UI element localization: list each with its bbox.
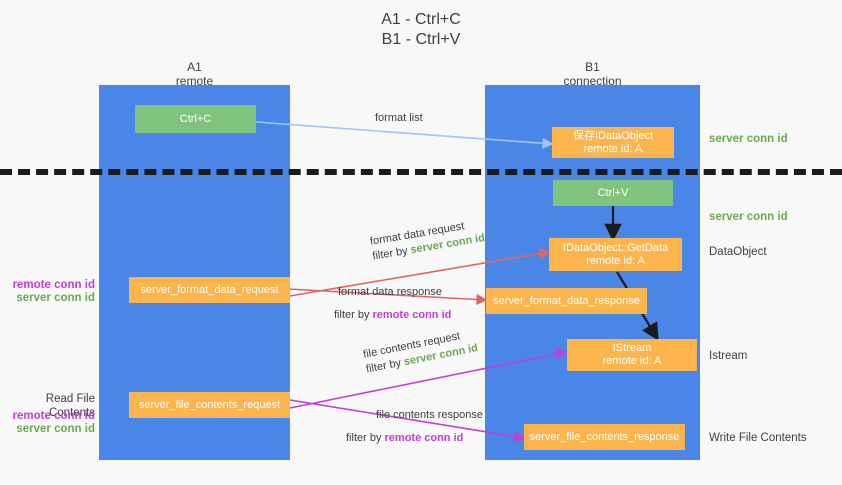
edge-label-file-contents-request: file contents request filter by server c… bbox=[362, 326, 479, 377]
edge-label-file-contents-response-line1: file contents response bbox=[376, 409, 484, 421]
node-save-idataobject[interactable]: 保存IDataObject remote id: A bbox=[552, 127, 674, 158]
title-line-2: B1 - Ctrl+V bbox=[381, 31, 461, 48]
node-server-file-contents-response-label: server_file_contents_response bbox=[529, 430, 680, 443]
label-write-file-contents: Write File Contents bbox=[709, 432, 807, 444]
edge-label-file-contents-response-prefix: filter by bbox=[346, 432, 385, 444]
edge-label-format-data-response-highlight: remote conn id bbox=[372, 309, 452, 321]
edge-label-format-data-request: format data request filter by server con… bbox=[369, 216, 486, 264]
node-server-format-data-request[interactable]: server_format_data_request bbox=[129, 277, 290, 303]
label-server-conn-id-low: server conn id bbox=[16, 423, 95, 435]
column-header-b1: B1 connection bbox=[485, 60, 700, 88]
title-line-1: A1 - Ctrl+C bbox=[381, 11, 461, 28]
label-istream: Istream bbox=[709, 350, 748, 362]
label-read-file-contents: Read File Contents bbox=[45, 393, 95, 419]
node-ctrl-v-label: Ctrl+V bbox=[597, 186, 629, 199]
column-b1-name: B1 bbox=[585, 60, 600, 74]
node-server-file-contents-request[interactable]: server_file_contents_request bbox=[129, 392, 290, 418]
node-server-format-data-response[interactable]: server_format_data_response bbox=[486, 288, 647, 314]
node-ctrl-v[interactable]: Ctrl+V bbox=[553, 180, 673, 206]
edge-label-format-data-response-line1: format data response bbox=[338, 286, 442, 298]
edge-label-format-data-response-prefix: filter by bbox=[334, 309, 373, 321]
edge-label-format-data-response-line2: filter by remote conn id bbox=[334, 308, 451, 323]
column-a1-subtitle: remote bbox=[175, 74, 214, 88]
label-server-conn-id-top: server conn id bbox=[709, 133, 788, 145]
node-server-file-contents-request-label: server_file_contents_request bbox=[138, 398, 281, 411]
node-server-format-data-response-label: server_format_data_response bbox=[493, 294, 640, 307]
label-server-conn-id-second: server conn id bbox=[709, 211, 788, 223]
node-ctrl-c-label: Ctrl+C bbox=[179, 112, 212, 125]
node-istream-line2: remote id: A bbox=[602, 355, 662, 367]
label-remote-conn-id-mid: remote conn id bbox=[12, 279, 95, 291]
label-dataobject: DataObject bbox=[709, 246, 767, 258]
label-remote-conn-id-low: remote conn id bbox=[12, 410, 95, 422]
column-b1-subtitle: connection bbox=[563, 74, 622, 88]
node-ctrl-c[interactable]: Ctrl+C bbox=[135, 105, 256, 133]
node-getdata-line1: IDataObject::GetData bbox=[562, 241, 669, 254]
node-idataobject-getdata[interactable]: IDataObject::GetData remote id: A bbox=[549, 238, 682, 271]
phase-divider bbox=[0, 169, 842, 175]
column-header-a1: A1 remote bbox=[99, 60, 290, 88]
label-server-conn-id-mid: server conn id bbox=[16, 292, 95, 304]
node-getdata-line2: remote id: A bbox=[586, 254, 645, 267]
edge-label-file-contents-response-highlight: remote conn id bbox=[384, 432, 464, 444]
edge-label-format-data-response: format data response filter by remote co… bbox=[334, 285, 451, 323]
node-save-idataobject-line1: 保存IDataObject bbox=[572, 129, 654, 142]
node-server-file-contents-response[interactable]: server_file_contents_response bbox=[524, 424, 685, 450]
node-server-format-data-request-label: server_format_data_request bbox=[140, 283, 279, 296]
edge-label-format-list: format list bbox=[375, 112, 423, 124]
edge-label-file-contents-response: file contents response filter by remote … bbox=[346, 408, 484, 446]
edge-label-file-contents-response-line2: filter by remote conn id bbox=[346, 431, 483, 446]
diagram-title: A1 - Ctrl+C B1 - Ctrl+V bbox=[0, 10, 842, 50]
node-istream-line1: IStream bbox=[612, 342, 652, 354]
node-istream[interactable]: IStream remote id: A bbox=[567, 339, 697, 371]
column-a1-name: A1 bbox=[187, 60, 202, 74]
node-save-idataobject-line2: remote id: A bbox=[583, 142, 643, 155]
